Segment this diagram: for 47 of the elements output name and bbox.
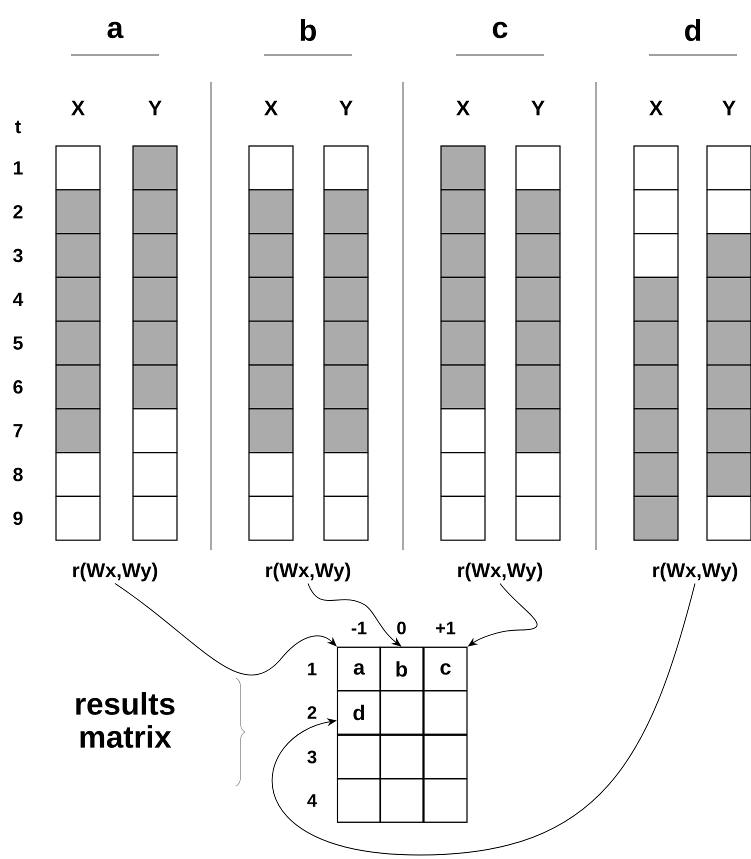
column-label: X: [71, 100, 85, 116]
matrix-title: results matrix: [76, 692, 175, 748]
row-number: 3: [307, 750, 316, 764]
matrix-cell: [423, 734, 468, 780]
row-number: 3: [13, 248, 23, 262]
arrow: [272, 583, 696, 856]
row-number: 6: [13, 380, 23, 394]
correlation-label: r(Wx,Wy): [653, 562, 738, 582]
matrix-cell: [379, 778, 424, 823]
row-number: 2: [308, 706, 316, 719]
column-offset-label: +1: [436, 622, 456, 634]
column-label: X: [649, 100, 663, 116]
row-number: 1: [14, 161, 23, 174]
column-label: Y: [531, 100, 545, 116]
time-axis-label: t: [15, 120, 21, 134]
panel-label: d: [685, 19, 700, 42]
column-offset-label: 0: [397, 622, 406, 634]
row-number: 5: [13, 336, 23, 350]
matrix-cell: d: [336, 690, 382, 735]
column-label: X: [264, 100, 278, 116]
correlation-label: r(Wx,Wy): [458, 562, 542, 582]
correlation-label: r(Wx,Wy): [266, 562, 350, 582]
column-label: Y: [722, 100, 736, 116]
matrix-cell: b: [379, 646, 424, 692]
row-number: 7: [14, 424, 22, 438]
row-number: 4: [307, 794, 317, 807]
row-number: 2: [13, 205, 23, 218]
matrix-cell: c: [423, 646, 468, 692]
matrix-cell: [336, 734, 382, 780]
row-number: 8: [13, 468, 23, 482]
correlation-label: r(Wx,Wy): [73, 562, 158, 582]
column-label: Y: [339, 100, 353, 116]
column-label: Y: [148, 100, 162, 116]
matrix-cell: a: [336, 646, 382, 692]
matrix-cell: [423, 778, 468, 823]
matrix-cell: [336, 778, 382, 823]
panel-label: a: [108, 22, 124, 38]
column-offset-label: -1: [352, 622, 366, 634]
row-number: 4: [13, 292, 24, 306]
panel-label: b: [300, 19, 316, 42]
matrix-cell: [379, 734, 424, 780]
column-label: X: [456, 100, 470, 116]
matrix-cell: [423, 690, 468, 735]
row-number: 9: [13, 512, 23, 526]
panel-label: c: [492, 22, 508, 38]
matrix-cell: [379, 690, 424, 735]
row-number: 1: [308, 662, 317, 676]
